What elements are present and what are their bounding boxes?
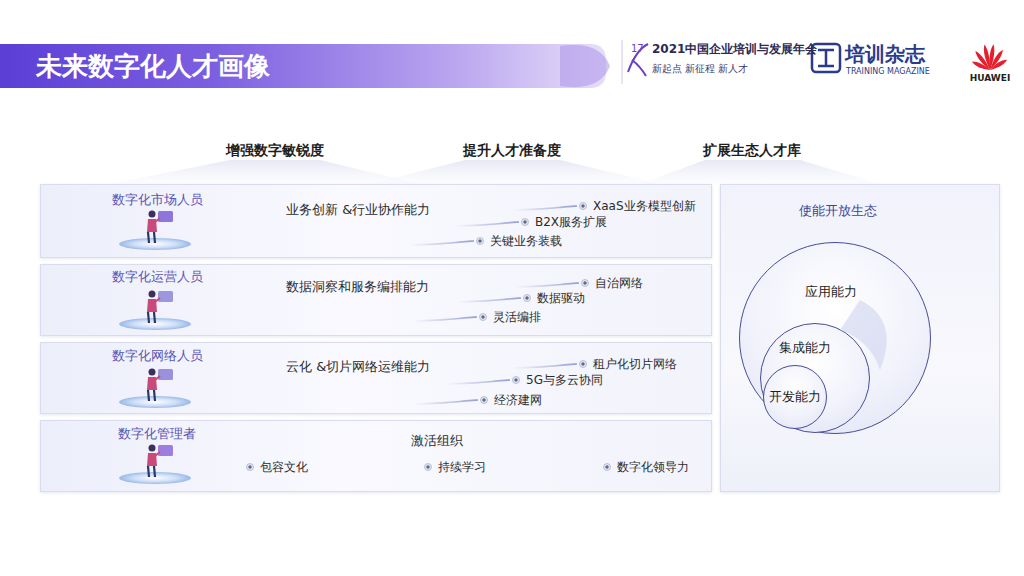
person-figure — [119, 291, 191, 331]
node-label: 数字化运营人员 — [112, 269, 203, 285]
ribbon-tail — [455, 222, 519, 226]
bullet-dot — [521, 218, 529, 226]
node-label: 使能开放生态 — [799, 203, 877, 219]
person-figure — [119, 369, 191, 409]
logo-text: 培训杂志 — [845, 42, 925, 67]
bullet-text: 租户化切片网络 — [593, 356, 677, 372]
ribbon-tail — [446, 380, 510, 384]
talent-band: 数字化市场人员业务创新 &行业协作能力 XaaS业务模型创新B2X服务扩展关键业务… — [40, 184, 712, 258]
bullet-text: 5G与多云协同 — [526, 372, 603, 388]
circle-swoosh — [840, 300, 887, 370]
page-title: 未来数字化人才画像 — [36, 50, 270, 82]
bullet-text: 灵活编排 — [493, 309, 541, 325]
person-figure — [119, 445, 191, 485]
ribbon-tail — [515, 283, 579, 287]
talent-band: 数字化运营人员数据洞察和服务编排能力 自治网络数据驱动灵活编排 — [40, 264, 712, 336]
bullet-text: 自治网络 — [595, 275, 643, 291]
node-label: 云化 &切片网络运维能力 — [286, 359, 430, 375]
bullet-text: 数字化领导力 — [617, 459, 689, 475]
bullet-text: XaaS业务模型创新 — [593, 198, 696, 214]
node-label: 开发能力 — [769, 389, 821, 405]
column-heading: 增强数字敏锐度 — [226, 141, 324, 159]
bullet-dot — [480, 396, 488, 404]
logo-text: 新起点 新征程 新人才 — [652, 62, 748, 75]
logo-text: HUAWEI — [970, 73, 1011, 84]
ribbon-tail — [513, 364, 577, 368]
person-figure — [119, 211, 191, 251]
capability-circle: 应用能力集成能力开发能力 — [739, 242, 931, 434]
bullet-text: 数据驱动 — [537, 290, 585, 306]
ribbon-tail — [414, 400, 478, 404]
node-label: 应用能力 — [805, 284, 857, 300]
conference-logo — [622, 40, 648, 84]
huawei-flower — [971, 44, 1008, 73]
node-label: 数字化市场人员 — [112, 192, 203, 208]
bullet-dot — [476, 237, 484, 245]
bullet-dot — [512, 376, 520, 384]
bullet-text: 经济建网 — [494, 392, 542, 408]
ecosystem-panel: 使能开放生态应用能力集成能力开发能力 — [720, 184, 1000, 492]
bullet-text: 关键业务装载 — [490, 233, 562, 249]
title-bar — [0, 44, 606, 88]
bullet-text: 持续学习 — [438, 459, 486, 475]
bullet-dot — [579, 202, 587, 210]
logo-text: 2021中国企业培训与发展年会 — [652, 42, 817, 57]
node-label: 集成能力 — [779, 340, 831, 356]
node-label: 数据洞察和服务编排能力 — [286, 279, 429, 295]
bullet-dot — [581, 279, 589, 287]
bullet-dot — [479, 313, 487, 321]
node-label: 数字化网络人员 — [112, 348, 203, 364]
ribbon-tail — [513, 206, 577, 210]
ribbon-tail — [410, 241, 474, 245]
logo-text: 17 — [631, 42, 644, 55]
capability-circle: 开发能力 — [763, 365, 827, 429]
ribbon-tail — [457, 298, 521, 302]
bullet-dot — [579, 360, 587, 368]
title-bar-glow — [560, 45, 610, 87]
capability-circle: 集成能力开发能力 — [760, 323, 870, 433]
column-heading: 扩展生态人才库 — [703, 141, 801, 159]
fan-rays — [110, 160, 880, 184]
column-heading: 提升人才准备度 — [463, 141, 561, 159]
logo-text: TRAINING MAGAZINE — [846, 67, 930, 77]
bullet-dot — [603, 463, 611, 471]
node-label: 激活组织 — [411, 433, 463, 449]
bullet-dot — [523, 294, 531, 302]
talent-band: 数字化管理者 激活组织包容文化 持续学习 数字化领导力 — [40, 420, 712, 492]
bullet-text: 包容文化 — [260, 459, 308, 475]
node-label: 数字化管理者 — [118, 426, 196, 442]
node-label: 业务创新 &行业协作能力 — [286, 202, 430, 218]
bullet-dot — [246, 463, 254, 471]
bullet-text: B2X服务扩展 — [535, 214, 607, 230]
ribbon-tail — [413, 317, 477, 321]
talent-band: 数字化网络人员云化 &切片网络运维能力 租户化切片网络5G与多云协同经济建网 — [40, 342, 712, 414]
bullet-dot — [424, 463, 432, 471]
